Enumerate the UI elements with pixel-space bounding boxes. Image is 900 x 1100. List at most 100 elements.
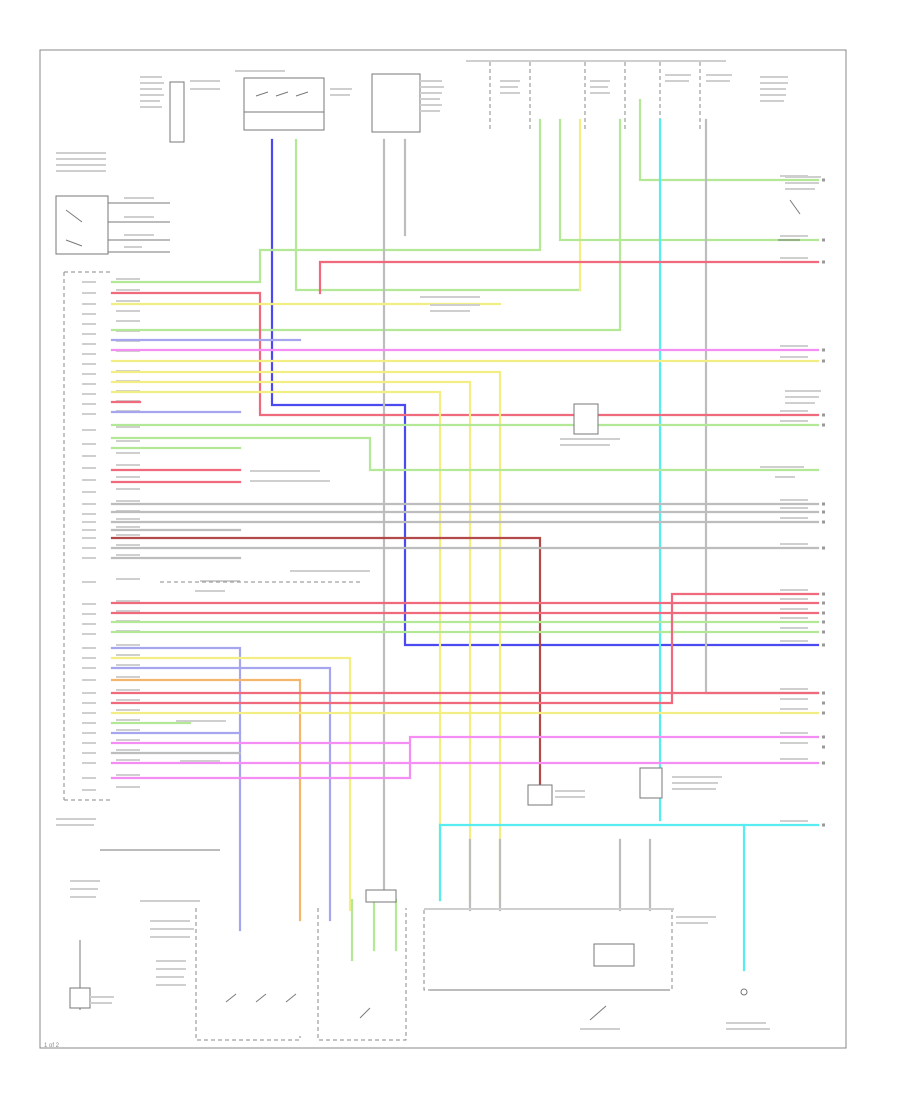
pin-label	[82, 712, 96, 714]
pin-label	[82, 343, 96, 345]
wire-code-label	[116, 739, 140, 741]
wire-code-label	[780, 420, 808, 422]
pin-label	[82, 702, 96, 704]
wire-code-label	[780, 517, 808, 519]
mid-components	[56, 296, 722, 1010]
terminal-markers	[780, 175, 825, 827]
pin-label	[82, 292, 96, 294]
pin-label	[82, 732, 96, 734]
pin-label	[82, 613, 96, 615]
wire-code-label	[780, 235, 808, 237]
terminal-marker	[822, 520, 825, 524]
pin-label	[82, 429, 96, 431]
pin-label	[82, 752, 96, 754]
lower-components	[156, 889, 770, 1041]
wire-code-label	[780, 175, 808, 177]
terminal-marker	[822, 691, 825, 695]
pin-label	[82, 281, 96, 283]
pin-label	[82, 333, 96, 335]
terminal-marker	[822, 546, 825, 550]
pin-label	[82, 789, 96, 791]
terminal-marker	[822, 359, 825, 363]
wire-code-label	[780, 589, 808, 591]
wire-code-label	[116, 289, 140, 291]
top-components	[140, 60, 788, 143]
pin-label	[82, 557, 96, 559]
terminal-marker	[822, 423, 825, 427]
wire-code-label	[116, 440, 140, 442]
pin-label	[82, 581, 96, 583]
wire-code-label	[116, 749, 140, 751]
terminal-marker	[822, 620, 825, 624]
pin-label	[82, 383, 96, 385]
pin-label	[82, 742, 96, 744]
wire-code-label	[116, 729, 140, 731]
wire-code-label	[116, 578, 140, 580]
wire-code-label	[116, 488, 140, 490]
wire-code-label	[780, 627, 808, 629]
wire-code-label	[116, 610, 140, 612]
terminal-marker	[822, 701, 825, 705]
wire-code-label	[780, 543, 808, 545]
pin-label	[82, 657, 96, 659]
wire-code-label	[780, 507, 808, 509]
terminal-marker	[822, 238, 825, 242]
wire-code-label	[780, 499, 808, 501]
wire-code-label	[116, 654, 140, 656]
terminal-marker	[822, 178, 825, 182]
pin-label	[82, 491, 96, 493]
terminal-marker	[822, 413, 825, 417]
pin-label	[82, 455, 96, 457]
pin-label	[82, 479, 96, 481]
terminal-marker	[822, 601, 825, 605]
wire-code-label	[780, 257, 808, 259]
pin-label	[82, 403, 96, 405]
wire-code-label	[116, 676, 140, 678]
wire-code-label	[116, 644, 140, 646]
wire-code-label	[116, 426, 140, 428]
pin-label	[82, 373, 96, 375]
pin-label	[82, 762, 96, 764]
pin-label	[82, 313, 96, 315]
wire-code-label	[116, 534, 140, 536]
wire-code-label	[780, 742, 808, 744]
wire-code-label	[116, 544, 140, 546]
footer-code: 1 of 2	[44, 1043, 60, 1049]
terminal-marker	[822, 735, 825, 739]
pin-label	[82, 692, 96, 694]
pin-label	[82, 537, 96, 539]
relay-switch-box	[243, 77, 325, 131]
pin-label	[82, 363, 96, 365]
pin-label	[82, 722, 96, 724]
pin-label	[82, 353, 96, 355]
pin-label	[82, 633, 96, 635]
terminal-marker	[822, 823, 825, 827]
pin-label	[82, 547, 96, 549]
wire-code-label	[116, 664, 140, 666]
wire-code-label	[780, 410, 808, 412]
pin-label	[82, 679, 96, 681]
wire-code-label	[780, 356, 808, 358]
wire-code-label	[116, 464, 140, 466]
wire-code-label	[780, 688, 808, 690]
diagram-frame	[39, 49, 847, 1049]
pin-label	[82, 503, 96, 505]
wire-code-label	[780, 820, 808, 822]
wire-code-label	[780, 698, 808, 700]
wire-code-label	[780, 345, 808, 347]
terminal-marker	[822, 510, 825, 514]
wire-code-label	[116, 310, 140, 312]
wire-code-label	[116, 774, 140, 776]
wire-code-label	[116, 699, 140, 701]
ecm-block	[63, 271, 112, 801]
pin-label	[82, 413, 96, 415]
wire-code-label	[116, 500, 140, 502]
pin-label	[82, 467, 96, 469]
terminal-marker	[822, 260, 825, 264]
terminal-marker	[822, 592, 825, 596]
terminal-marker	[822, 502, 825, 506]
wire-code-label	[116, 786, 140, 788]
wire-code-label	[116, 526, 140, 528]
terminal-marker	[822, 711, 825, 715]
